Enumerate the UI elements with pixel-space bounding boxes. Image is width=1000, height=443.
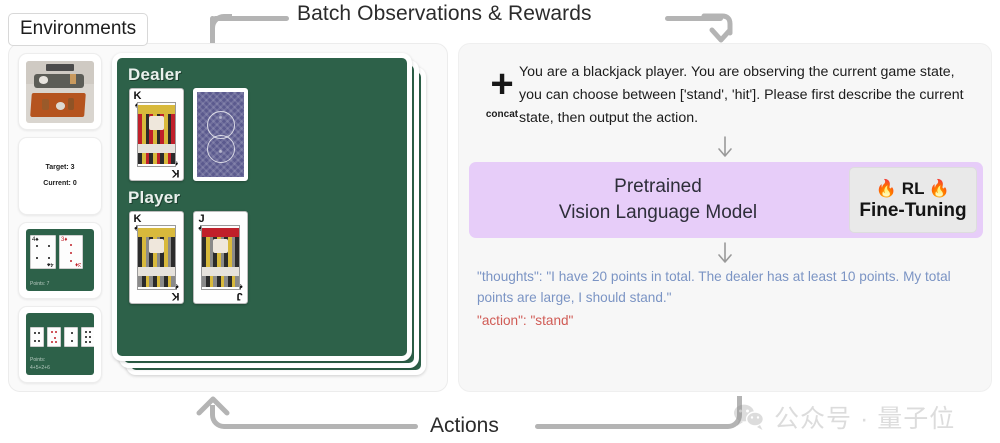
vision-language-model-box: Pretrained Vision Language Model 🔥 RL 🔥 … [469, 162, 983, 238]
mini-card [64, 327, 78, 348]
watermark-text: 公众号 · 量子位 [774, 405, 956, 433]
mini-card [81, 327, 94, 348]
number-cards-image: Points:4+5+2+6 [26, 313, 94, 376]
mini-card [30, 327, 44, 348]
blackjack-board[interactable]: Dealer K♠ K♠ Player [112, 53, 412, 361]
player-hand: K♣ K♣ J♣ J♣ [129, 211, 248, 304]
rl-fine-tuning-box: 🔥 RL 🔥 Fine-Tuning [849, 167, 977, 233]
blackjack-board-stack: Dealer K♠ K♠ Player [112, 53, 438, 383]
bottom-connector-line-left [243, 424, 418, 429]
bottom-connector-right [714, 396, 742, 429]
rl-label: 🔥 RL 🔥 [875, 178, 951, 198]
room-scene-thumbnail[interactable] [18, 53, 102, 131]
target-counter-thumbnail[interactable]: Target: 3 Current: 0 [18, 137, 102, 215]
actions-title: Actions [430, 414, 499, 437]
arrow-down-icon [701, 13, 733, 43]
watermark: 公众号 · 量子位 [733, 399, 955, 435]
output-action: "action": "stand" [477, 312, 574, 328]
room-scene-image [26, 60, 94, 123]
batch-observations-title: Batch Observations & Rewards [297, 2, 592, 25]
arrow-down-icon [718, 242, 732, 263]
prompt-text: You are a blackjack player. You are obse… [519, 64, 964, 126]
environment-thumbnail-list: Target: 3 Current: 0 4♠4♠ [18, 53, 102, 383]
thumbnail-caption: Points:4+5+2+6 [30, 357, 50, 371]
concat-operator: + concat [476, 62, 528, 120]
plus-icon: + [490, 62, 514, 106]
card-pair-thumbnail[interactable]: 4♠4♠ 3♦3♦ [18, 221, 102, 299]
fine-tuning-label: Fine-Tuning [859, 199, 967, 221]
bottom-connector-left [210, 405, 246, 429]
playing-card-king-clubs: K♣ K♣ [129, 211, 184, 304]
number-cards-thumbnail[interactable]: Points:4+5+2+6 [18, 305, 102, 383]
model-line-2: Vision Language Model [558, 202, 758, 223]
target-value: Target: 3 [45, 164, 75, 172]
top-connector-line-right [665, 16, 723, 21]
card-pair-image: 4♠4♠ 3♦3♦ [26, 229, 94, 292]
mini-card: 3♦3♦ [59, 235, 83, 270]
playing-card-king-spades: K♠ K♠ [129, 88, 184, 181]
dealer-label: Dealer [128, 65, 182, 84]
model-line-1: Pretrained [614, 176, 702, 197]
model-name: Pretrained Vision Language Model [469, 162, 847, 238]
mini-card [47, 327, 61, 348]
playing-card-jack-clubs: J♣ J♣ [193, 211, 248, 304]
pipeline-panel: + concat You are a blackjack player. You… [458, 43, 992, 392]
mini-card: 4♠4♠ [30, 235, 56, 270]
arrow-down-icon [718, 136, 732, 157]
output-thoughts: "thoughts": "I have 20 points in total. … [477, 269, 951, 306]
dealer-hand: K♠ K♠ [129, 88, 248, 181]
target-counter-image: Target: 3 Current: 0 [26, 144, 94, 207]
thumbnail-caption: Points: 7 [30, 280, 50, 287]
player-label: Player [128, 188, 181, 207]
environments-panel: Target: 3 Current: 0 4♠4♠ [8, 43, 448, 392]
top-connector-line-left [210, 16, 289, 42]
bottom-connector-line-right [535, 424, 727, 429]
playing-card-face-down [193, 88, 248, 181]
model-output: "thoughts": "I have 20 points in total. … [477, 266, 977, 331]
environments-label: Environments [8, 13, 149, 46]
current-value: Current: 0 [43, 180, 77, 188]
concat-label: concat [485, 109, 519, 120]
